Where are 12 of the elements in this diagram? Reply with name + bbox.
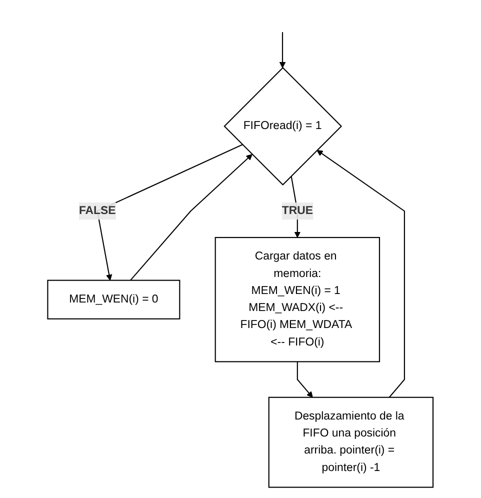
arrow (297, 362, 314, 398)
arrow (280, 32, 286, 68)
node-box (214, 236, 380, 362)
arrow (130, 154, 253, 281)
flowchart: FIFOread(i) = 1 FALSE TRUE Cargar datos en memoria: MEM_WEN(i) = 1 MEM_WADX(i) <-- FIFO(i) MEM_WDATA <-- FIFO(i) MEM_WEN(i) = 0 Desplazamiento de la FIFO una posición arriba. pointer(i) = pointer(i) -1 (42, 5, 439, 493)
arrow (96, 144, 243, 281)
arrow (316, 150, 406, 398)
node-diamond (224, 67, 342, 186)
node-box (268, 396, 434, 488)
edge-label: TRUE (282, 204, 314, 217)
edge-label: FALSE (79, 204, 116, 217)
node-box (47, 280, 180, 320)
